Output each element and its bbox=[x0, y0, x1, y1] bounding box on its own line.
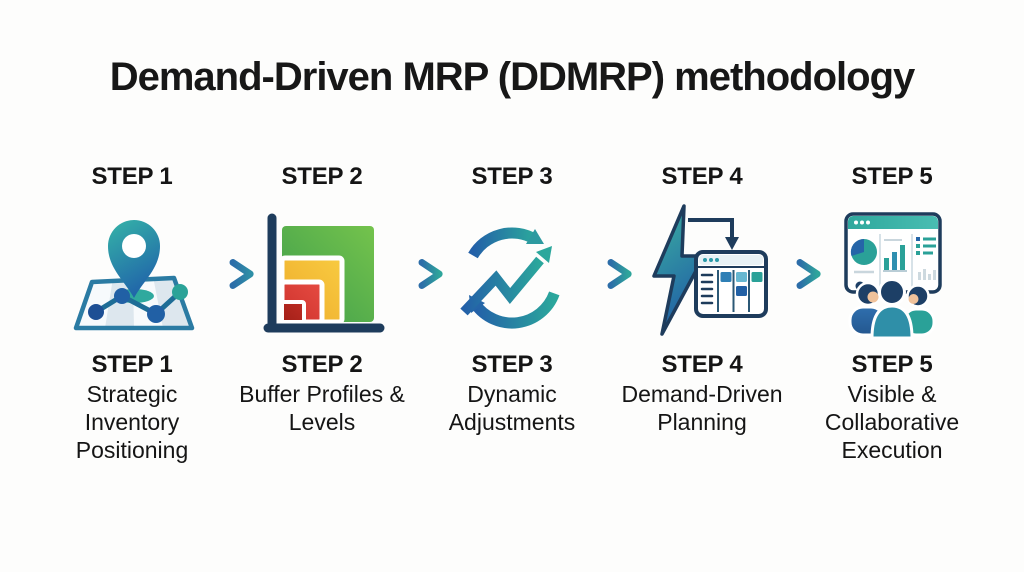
page-title: Demand-Driven MRP (DDMRP) methodology bbox=[109, 55, 916, 99]
step-3-header: STEP 3 bbox=[471, 163, 553, 190]
cycle-trend-arrows-icon bbox=[460, 227, 560, 329]
step-4-description: Demand-Driven Planning bbox=[621, 381, 783, 435]
team-dashboard-icon bbox=[844, 212, 942, 340]
step-3-description: Dynamic Adjustments bbox=[448, 381, 576, 435]
step-3-column: STEP 3 bbox=[417, 163, 607, 464]
step-2-description: Buffer Profiles & Levels bbox=[239, 381, 405, 435]
arrow-right-icon bbox=[768, 259, 821, 289]
step-4-column: STEP 4 bbox=[607, 163, 797, 464]
step-2-column: STEP 2 bbox=[227, 163, 417, 464]
buffer-zones-chart-icon bbox=[263, 213, 385, 333]
step-2-header: STEP 2 bbox=[281, 163, 363, 190]
lightning-planning-board-icon bbox=[652, 204, 768, 336]
steps-row: STEP 1 bbox=[37, 163, 987, 464]
step-1-header: STEP 1 bbox=[91, 163, 173, 190]
step-1-label: STEP 1 bbox=[91, 351, 173, 378]
step-1-description: Strategic Inventory Positioning bbox=[75, 381, 189, 463]
arrow-right-icon bbox=[579, 259, 632, 289]
arrow-right-icon bbox=[201, 259, 254, 289]
step-3-label: STEP 3 bbox=[471, 351, 553, 378]
step-2-label: STEP 2 bbox=[281, 351, 363, 378]
step-4-label: STEP 4 bbox=[661, 351, 743, 378]
step-1-column: STEP 1 bbox=[37, 163, 227, 464]
step-4-header: STEP 4 bbox=[661, 163, 743, 190]
step-5-description: Visible & Collaborative Execution bbox=[824, 381, 960, 463]
step-5-column: STEP 5 bbox=[797, 163, 987, 464]
step-5-header: STEP 5 bbox=[851, 163, 933, 190]
step-5-label: STEP 5 bbox=[851, 351, 933, 378]
map-pin-location-icon bbox=[73, 220, 195, 331]
arrow-right-icon bbox=[390, 259, 443, 289]
